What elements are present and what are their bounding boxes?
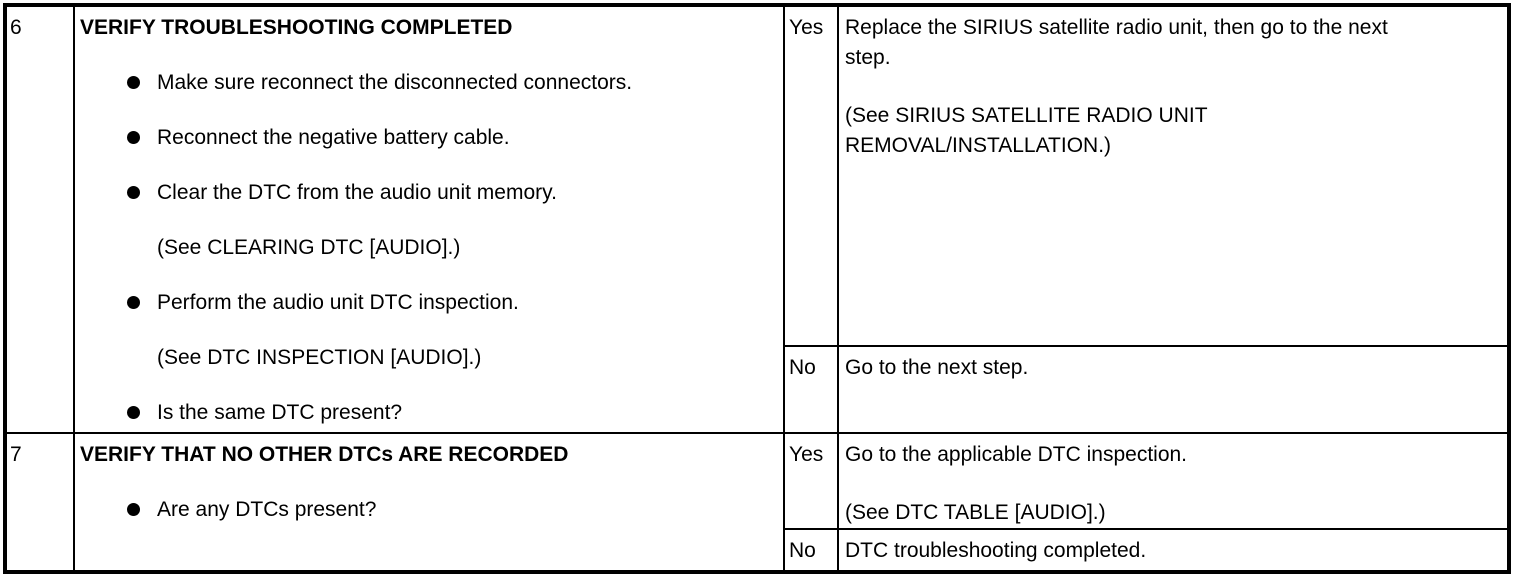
inspection-item: Clear the DTC from the audio unit memory… [80, 178, 777, 208]
bullet-icon [127, 296, 140, 309]
bullet-icon [127, 131, 140, 144]
action-line: Go to the next step. [845, 356, 1029, 379]
inspection-item-text: Perform the audio unit DTC inspection. [157, 291, 519, 314]
inspection-item: Make sure reconnect the disconnected con… [80, 68, 777, 98]
bullet-icon [127, 406, 140, 419]
inspection-item-text: Are any DTCs present? [157, 498, 377, 521]
bullet-icon [127, 503, 140, 516]
inspection-item: Is the same DTC present? [80, 398, 777, 428]
no-cell: No [785, 347, 839, 432]
action-cell: DTC troubleshooting completed. [839, 530, 1507, 570]
yes-cell: Yes [785, 434, 839, 528]
inspection-item: Are any DTCs present? [80, 495, 777, 525]
yes-result-row: Yes Go to the applicable DTC inspection.… [785, 434, 1507, 530]
action-paragraph: DTC troubleshooting completed. [845, 536, 1499, 566]
action-paragraph: (See DTC TABLE [AUDIO].) [845, 498, 1499, 528]
action-line: (See SIRIUS SATELLITE RADIO UNIT [845, 104, 1208, 127]
inspection-item-text: Reconnect the negative battery cable. [157, 126, 510, 149]
action-cell: Go to the applicable DTC inspection. (Se… [839, 434, 1507, 528]
yes-cell: Yes [785, 7, 839, 345]
table-row-step-7: 7 VERIFY THAT NO OTHER DTCs ARE RECORDED… [7, 434, 1507, 570]
yes-label: Yes [789, 443, 824, 466]
inspection-note: (See CLEARING DTC [AUDIO].) [80, 233, 777, 263]
inspection-item: Perform the audio unit DTC inspection. [80, 288, 777, 318]
action-paragraph: Go to the next step. [845, 353, 1499, 383]
action-line: Replace the SIRIUS satellite radio unit,… [845, 16, 1388, 39]
inspection-item-text: Make sure reconnect the disconnected con… [157, 71, 633, 94]
result-column: Yes Go to the applicable DTC inspection.… [785, 434, 1507, 570]
action-line: DTC troubleshooting completed. [845, 539, 1147, 562]
yes-label: Yes [789, 16, 824, 39]
inspection-title: VERIFY TROUBLESHOOTING COMPLETED [80, 16, 513, 39]
step-number-cell: 6 [7, 7, 75, 432]
action-line: Go to the applicable DTC inspection. [845, 443, 1188, 466]
step-number: 6 [10, 16, 22, 39]
step-number-cell: 7 [7, 434, 75, 570]
action-paragraph: Go to the applicable DTC inspection. [845, 440, 1499, 470]
yes-result-row: Yes Replace the SIRIUS satellite radio u… [785, 7, 1507, 347]
inspection-cell: VERIFY TROUBLESHOOTING COMPLETED Make su… [75, 7, 785, 432]
inspection-note-text: (See DTC INSPECTION [AUDIO].) [157, 346, 482, 369]
no-result-row: No Go to the next step. [785, 347, 1507, 432]
no-result-row: No DTC troubleshooting completed. [785, 530, 1507, 570]
inspection-cell: VERIFY THAT NO OTHER DTCs ARE RECORDED A… [75, 434, 785, 570]
action-paragraph: Replace the SIRIUS satellite radio unit,… [845, 13, 1499, 73]
inspection-item-text: Clear the DTC from the audio unit memory… [157, 181, 557, 204]
result-column: Yes Replace the SIRIUS satellite radio u… [785, 7, 1507, 432]
no-label: No [789, 356, 816, 379]
inspection-note-text: (See CLEARING DTC [AUDIO].) [157, 236, 461, 259]
action-line: (See DTC TABLE [AUDIO].) [845, 501, 1106, 524]
no-cell: No [785, 530, 839, 570]
inspection-item: Reconnect the negative battery cable. [80, 123, 777, 153]
action-line: REMOVAL/INSTALLATION.) [845, 134, 1112, 157]
inspection-note: (See DTC INSPECTION [AUDIO].) [80, 343, 777, 373]
inspection-item-text: Is the same DTC present? [157, 401, 403, 424]
action-paragraph: (See SIRIUS SATELLITE RADIO UNIT REMOVAL… [845, 101, 1499, 161]
step-number: 7 [10, 443, 22, 466]
action-cell: Go to the next step. [839, 347, 1507, 432]
action-cell: Replace the SIRIUS satellite radio unit,… [839, 7, 1507, 345]
no-label: No [789, 539, 816, 562]
bullet-icon [127, 186, 140, 199]
bullet-icon [127, 76, 140, 89]
troubleshooting-table: 6 VERIFY TROUBLESHOOTING COMPLETED Make … [3, 3, 1511, 574]
table-row-step-6: 6 VERIFY TROUBLESHOOTING COMPLETED Make … [7, 7, 1507, 434]
inspection-title: VERIFY THAT NO OTHER DTCs ARE RECORDED [80, 443, 569, 466]
action-line: step. [845, 46, 891, 69]
